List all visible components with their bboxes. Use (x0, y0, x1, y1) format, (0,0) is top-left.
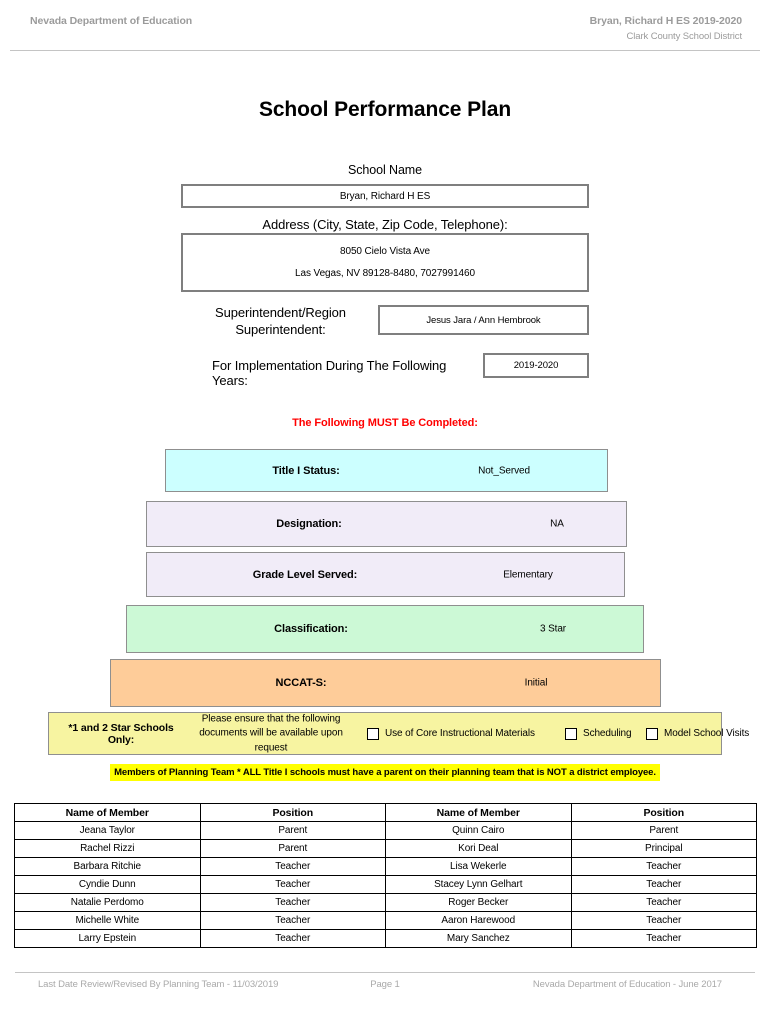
status-row-designation: Designation: NA (146, 501, 627, 547)
address-field[interactable]: 8050 Cielo Vista Ave Las Vegas, NV 89128… (181, 233, 589, 292)
table-cell: Teacher (570, 893, 757, 912)
status-row-grade-level: Grade Level Served: Elementary (146, 552, 625, 597)
table-cell: Teacher (199, 929, 386, 948)
implementation-years-field[interactable]: 2019-2020 (483, 353, 589, 378)
school-name-field[interactable]: Bryan, Richard H ES (181, 184, 589, 208)
members-table-head: Name of Member Position Name of Member P… (14, 803, 757, 822)
status-row-label: Grade Level Served: (252, 568, 358, 581)
status-row-label: Classification: (274, 623, 348, 635)
table-cell: Stacey Lynn Gelhart (385, 875, 572, 894)
superintendent-field[interactable]: Jesus Jara / Ann Hembrook (378, 305, 589, 335)
status-row-label: NCCAT-S: (275, 677, 327, 689)
checkbox-icon[interactable] (367, 727, 379, 740)
status-row-value[interactable]: Initial (524, 677, 548, 689)
table-cell: Teacher (199, 875, 386, 894)
table-cell: Michelle White (14, 911, 201, 930)
table-cell: Lisa Wekerle (385, 857, 572, 876)
status-row-label: Designation: (276, 518, 342, 530)
school-name-value: Bryan, Richard H ES (339, 190, 431, 202)
table-cell: Parent (199, 821, 386, 840)
table-header-cell: Position (199, 803, 386, 822)
address-line1: 8050 Cielo Vista Ave (340, 246, 430, 257)
checkbox-label: Use of Core Instructional Materials (385, 728, 535, 739)
footer-last-review-date: Last Date Review/Revised By Planning Tea… (38, 979, 279, 990)
table-cell: Parent (570, 821, 757, 840)
star-schools-description-line2: documents will be available upon request (199, 727, 343, 753)
table-cell: Teacher (199, 911, 386, 930)
header-school-block: Bryan, Richard H ES 2019-2020 Clark Coun… (590, 15, 742, 42)
table-cell: Teacher (570, 875, 757, 894)
status-row-value[interactable]: Elementary (503, 569, 553, 580)
table-cell: Mary Sanchez (385, 929, 572, 948)
star-schools-description: Please ensure that the following documen… (187, 712, 355, 756)
implementation-years-value: 2019-2020 (513, 360, 559, 371)
status-row-label: Title I Status: (272, 464, 340, 477)
header-agency: Nevada Department of Education (30, 15, 193, 27)
checkbox-model-school-visits[interactable]: Model School Visits (646, 727, 750, 740)
table-cell: Aaron Harewood (385, 911, 572, 930)
superintendent-label: Superintendent/Region Superintendent: (215, 305, 346, 337)
status-row-value[interactable]: Not_Served (478, 465, 530, 476)
star-schools-label: *1 and 2 Star Schools Only: (68, 721, 174, 746)
star-schools-box: *1 and 2 Star Schools Only: Please ensur… (48, 712, 749, 756)
footer-divider (15, 972, 755, 973)
table-cell: Jeana Taylor (14, 821, 201, 840)
table-cell: Parent (199, 839, 386, 858)
implementation-years-label: For Implementation During The Following … (212, 358, 447, 388)
header-divider (10, 50, 760, 51)
table-cell: Teacher (199, 857, 386, 876)
header-school-year: Bryan, Richard H ES 2019-2020 (589, 15, 742, 27)
table-cell: Natalie Perdomo (14, 893, 201, 912)
table-header-cell: Position (570, 803, 757, 822)
checkbox-label: Scheduling (583, 728, 632, 739)
must-complete-notice: The Following MUST Be Completed: (292, 417, 478, 429)
footer-agency-version: Nevada Department of Education - June 20… (532, 979, 722, 990)
checkbox-icon[interactable] (646, 727, 658, 740)
table-cell: Barbara Ritchie (14, 857, 201, 876)
table-cell: Larry Epstein (14, 929, 201, 948)
status-row-value[interactable]: NA (550, 518, 564, 530)
footer-page-number: Page 1 (370, 979, 400, 990)
superintendent-value: Jesus Jara / Ann Hembrook (426, 314, 541, 326)
table-cell: Quinn Cairo (385, 821, 572, 840)
checkbox-scheduling[interactable]: Scheduling (565, 727, 632, 740)
table-cell: Teacher (199, 893, 386, 912)
header-district: Clark County School District (626, 31, 743, 42)
table-cell: Teacher (570, 911, 757, 930)
status-row-title-1-status: Title I Status: Not_Served (165, 449, 608, 492)
table-cell: Rachel Rizzi (14, 839, 201, 858)
address-label: Address (City, State, Zip Code, Telephon… (262, 217, 508, 232)
school-name-label: School Name (348, 163, 422, 177)
planning-team-notice: Members of Planning Team * ALL Title I s… (110, 764, 660, 781)
planning-team-notice-row: Members of Planning Team * ALL Title I s… (0, 762, 770, 781)
status-row-value[interactable]: 3 Star (539, 623, 567, 635)
table-cell: Roger Becker (385, 893, 572, 912)
table-cell: Teacher (570, 929, 757, 948)
checkbox-icon[interactable] (565, 727, 577, 740)
checkbox-label: Model School Visits (664, 728, 750, 739)
table-header-cell: Name of Member (14, 803, 201, 822)
status-row-nccat-s: NCCAT-S: Initial (110, 659, 661, 707)
checkbox-core-instructional-materials[interactable]: Use of Core Instructional Materials (367, 727, 535, 740)
table-cell: Principal (570, 839, 757, 858)
table-cell: Kori Deal (385, 839, 572, 858)
star-schools-description-line1: Please ensure that the following (201, 712, 341, 724)
address-line2: Las Vegas, NV 89128-8480, 7027991460 (295, 268, 475, 279)
table-cell: Cyndie Dunn (14, 875, 201, 894)
table-header-row: Name of Member Position Name of Member P… (14, 803, 757, 822)
page-title: School Performance Plan (258, 98, 512, 121)
status-row-classification: Classification: 3 Star (126, 605, 644, 653)
table-header-cell: Name of Member (385, 803, 572, 822)
members-table: Name of Member Position Name of Member P… (14, 803, 757, 948)
table-cell: Teacher (570, 857, 757, 876)
